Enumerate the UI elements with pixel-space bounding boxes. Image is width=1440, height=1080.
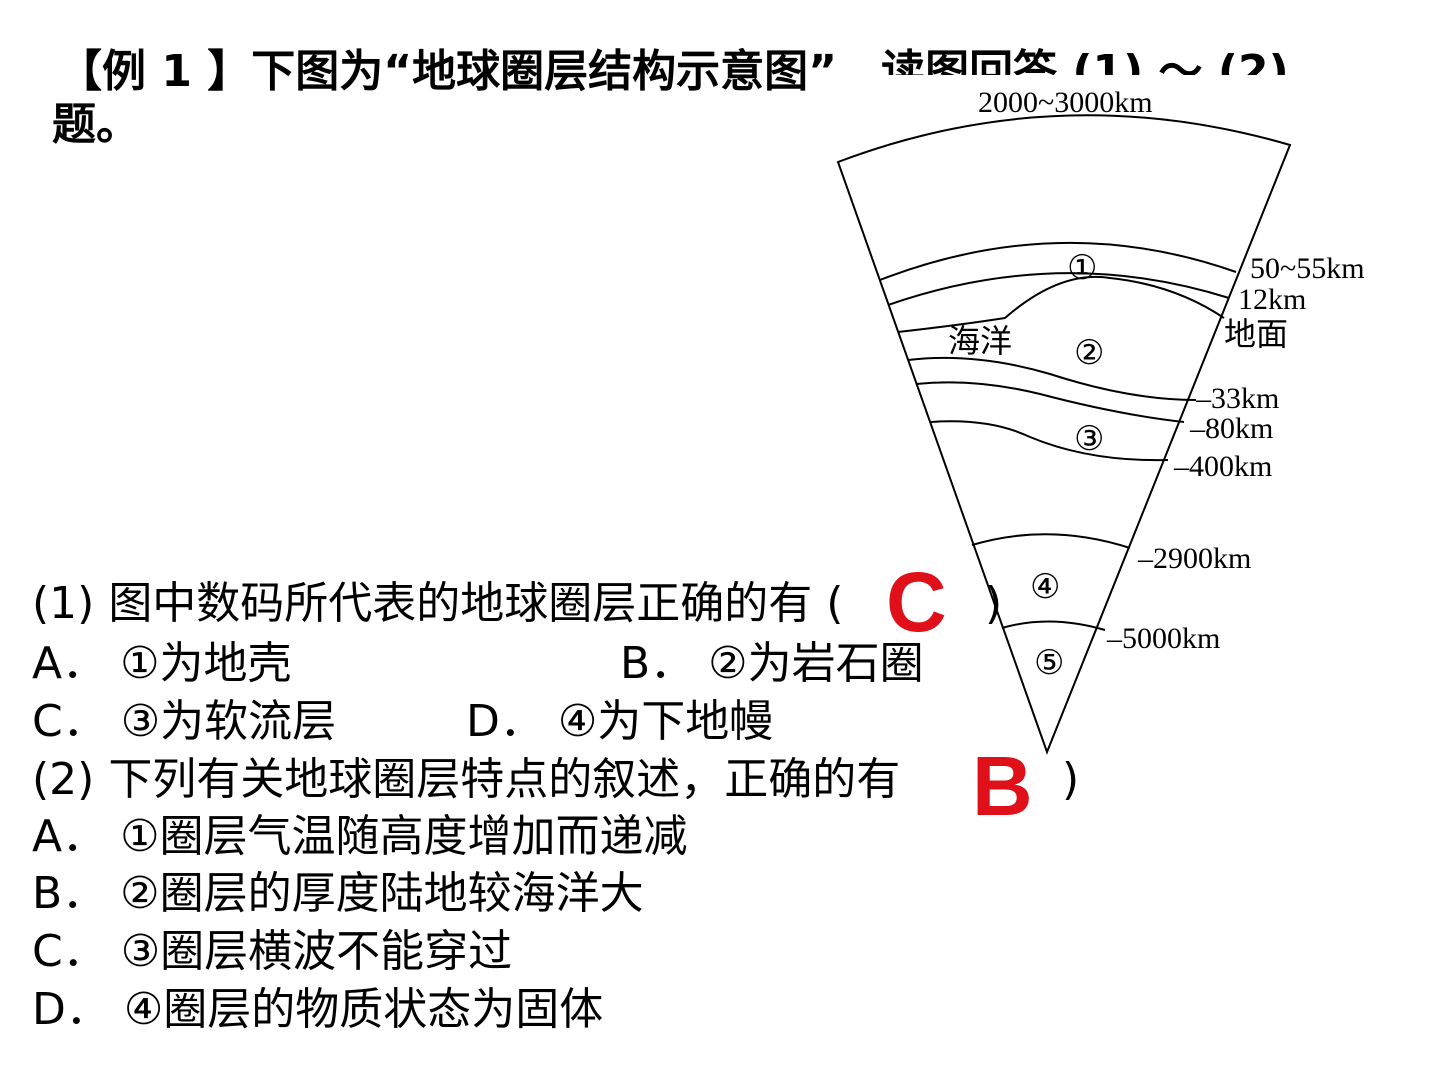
label-ocean: 海洋: [948, 322, 1012, 360]
boundary-50-55km: [879, 241, 1237, 281]
label-80km: –80km: [1189, 412, 1273, 445]
boundary-12km: [887, 272, 1230, 306]
boundary-2900km: [971, 533, 1131, 549]
q2-answer: B: [972, 739, 1033, 833]
layer-2-marker: ②: [1074, 333, 1104, 373]
label-ground: 地面: [1224, 315, 1288, 353]
q2-option-a: A． ①圈层气温随高度增加而递减: [32, 811, 688, 862]
q1-close-paren: ): [985, 578, 1003, 629]
q1-option-d: D． ④为下地幔: [466, 696, 774, 747]
layer-4-marker: ④: [1030, 567, 1060, 607]
q2-option-b: B． ②圈层的厚度陆地较海洋大: [32, 868, 644, 919]
label-12km: 12km: [1238, 283, 1306, 316]
label-top-thickness: 2000~3000km: [978, 86, 1153, 119]
label-33km: –33km: [1195, 382, 1279, 415]
diagram-backdrop: [820, 75, 1420, 255]
boundary-80km: [915, 381, 1185, 423]
boundary-400km: [930, 420, 1169, 462]
label-5000km: –5000km: [1106, 622, 1220, 655]
q1-stem: (1) 图中数码所代表的地球圈层正确的有 (: [32, 578, 844, 629]
boundary-33km: [907, 356, 1197, 401]
label-50-55km: 50~55km: [1250, 252, 1365, 285]
wedge-outline: [836, 114, 1292, 755]
q2-option-d: D． ④圈层的物质状态为固体: [32, 984, 604, 1035]
q2-option-c: C． ③圈层横波不能穿过: [32, 926, 513, 977]
layer-5-marker: ⑤: [1034, 643, 1064, 683]
q2-stem: (2) 下列有关地球圈层特点的叙述，正确的有: [32, 754, 901, 805]
q1-answer: C: [886, 555, 947, 649]
intro-line-2: 题。: [52, 99, 140, 150]
q1-option-a: A． ①为地壳: [32, 638, 292, 689]
label-2900km: –2900km: [1137, 542, 1251, 575]
q2-close-paren: ): [1062, 754, 1080, 805]
label-400km: –400km: [1173, 450, 1272, 483]
layer-3-marker: ③: [1074, 419, 1104, 459]
q1-option-c: C． ③为软流层: [32, 696, 337, 747]
layer-1-marker: ①: [1067, 248, 1097, 288]
boundary-ground: [897, 275, 1225, 333]
boundary-5000km: [1001, 620, 1106, 631]
q1-option-b: B． ②为岩石圈: [620, 638, 924, 689]
